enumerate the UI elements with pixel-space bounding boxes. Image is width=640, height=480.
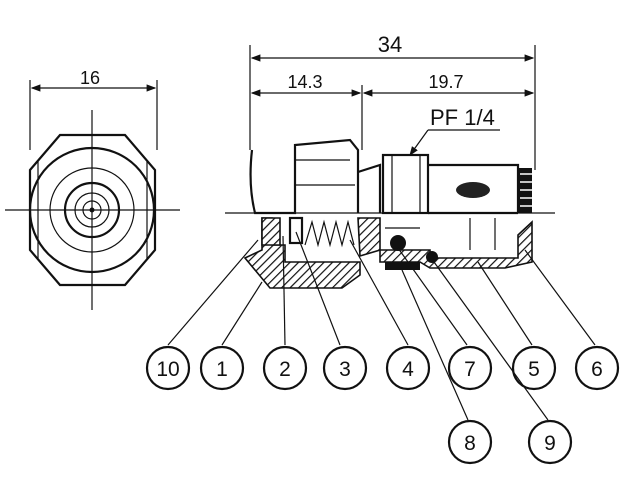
left-length-label: 14.3: [287, 72, 322, 92]
sleeve-section: [261, 217, 281, 246]
svg-text:4: 4: [402, 358, 414, 381]
balloon-1: 1: [199, 345, 245, 391]
o-ring: [426, 251, 438, 263]
svg-text:6: 6: [591, 358, 603, 381]
balloon-2: 2: [262, 345, 308, 391]
end-view: 16: [5, 68, 180, 310]
part-balloons: 10 1 2 3 4 7 5 6: [145, 345, 620, 465]
balloon-5: 5: [511, 345, 557, 391]
svg-text:7: 7: [464, 358, 476, 381]
nut-outline: [249, 138, 360, 215]
balloon-8: 8: [447, 419, 493, 465]
svg-text:9: 9: [544, 432, 556, 455]
right-length-label: 19.7: [428, 72, 463, 92]
seal-ring: [385, 262, 420, 270]
balloon-9: 9: [527, 419, 573, 465]
spring: [304, 219, 355, 248]
svg-text:2: 2: [279, 358, 291, 381]
svg-text:3: 3: [339, 358, 351, 381]
knurl-mark: [456, 182, 490, 198]
svg-text:10: 10: [156, 358, 179, 381]
overall-length-label: 34: [378, 32, 402, 57]
leader-lines: [167, 231, 596, 421]
check-ball: [390, 235, 406, 251]
balloon-4: 4: [385, 345, 431, 391]
thread-label: PF 1/4: [430, 105, 495, 130]
balloon-7: 7: [447, 345, 493, 391]
balloon-3: 3: [322, 345, 368, 391]
body-neck-section: [357, 217, 381, 258]
balloon-10: 10: [145, 345, 191, 391]
hex-width-label: 16: [80, 68, 100, 88]
svg-text:1: 1: [216, 358, 228, 381]
plunger: [288, 216, 304, 245]
svg-text:5: 5: [528, 358, 540, 381]
section-view: 34 14.3 19.7 PF 1/4: [225, 32, 555, 289]
balloon-6: 6: [574, 345, 620, 391]
pf-port-hex: [381, 153, 430, 215]
svg-text:8: 8: [464, 432, 476, 455]
hex-outline: [28, 133, 157, 287]
